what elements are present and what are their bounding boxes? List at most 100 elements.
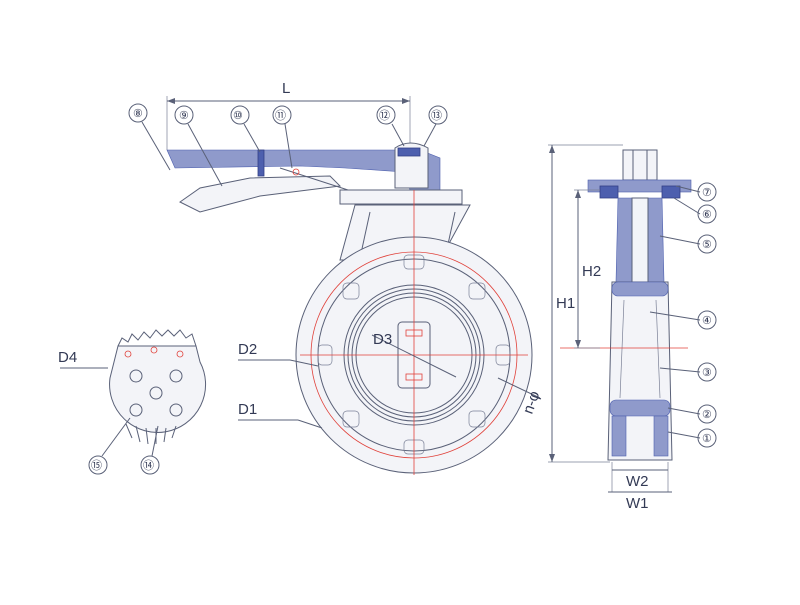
part-6-block-right [661, 185, 681, 199]
ratchet-plate [339, 189, 463, 205]
dim-d1-leader [297, 419, 323, 429]
leader-3 [659, 367, 701, 373]
balloon-3-label: ③ [702, 367, 712, 379]
balloon-2 [697, 404, 717, 424]
dim-h2-label: H2 [582, 263, 601, 280]
lower-body-right [653, 415, 669, 457]
dim-l-arrow-right [402, 98, 410, 104]
leader-8 [141, 121, 171, 171]
balloon-2-label: ② [702, 409, 712, 421]
balloon-12 [376, 105, 396, 125]
stem-top [622, 149, 658, 181]
balloon-11-label: ⑪ [275, 109, 286, 122]
lower-body-left [611, 415, 627, 457]
bolt-slot-tr [468, 282, 486, 300]
handle-grip [179, 175, 342, 213]
dim-h1-label: H1 [556, 295, 575, 312]
balloon-10 [230, 105, 250, 125]
dim-w1-label: W1 [626, 495, 649, 512]
balloon-1-label: ① [702, 433, 712, 445]
stem-hole [149, 386, 163, 400]
leader-10 [243, 123, 261, 153]
bolt-slot-br [468, 410, 486, 428]
balloon-6-label: ⑥ [702, 209, 712, 221]
bolt-hole-br [169, 403, 183, 417]
balloon-15 [88, 455, 108, 475]
balloon-7 [697, 182, 717, 202]
leader-15 [101, 417, 131, 457]
dim-h1-arrow-top [549, 145, 555, 153]
balloon-14-label: ⑭ [143, 459, 154, 472]
latch-spring [257, 149, 265, 177]
dims-d1-d2: D2 D1 [238, 341, 323, 429]
dim-h1-arrow-bottom [549, 454, 555, 462]
leader-14 [151, 425, 159, 457]
latch-pin [292, 168, 300, 176]
valve-body-front: D3 n-φ [295, 190, 544, 475]
dim-d2-label: D2 [238, 341, 257, 358]
dim-w2-label: W2 [626, 473, 649, 490]
balloon-4-label: ④ [702, 315, 712, 327]
balloon-7-label: ⑦ [702, 187, 712, 199]
dim-d3-line [371, 334, 457, 378]
upper-seal [611, 281, 669, 297]
dim-l-arrow-left [167, 98, 175, 104]
leader-9 [187, 123, 223, 187]
bolt-slot-tl [342, 282, 360, 300]
balloon-8-label: ⑧ [133, 108, 143, 120]
balloon-5 [697, 234, 717, 254]
leader-2 [667, 407, 701, 415]
leader-4 [649, 311, 701, 321]
dim-d3-label: D3 [373, 331, 392, 348]
leader-6 [673, 197, 701, 215]
balloon-13 [428, 105, 448, 125]
balloon-14 [140, 455, 160, 475]
bolt-hole-tr [169, 369, 183, 383]
leader-7 [675, 185, 701, 193]
balloon-12-label: ⑫ [379, 109, 390, 122]
balloon-4 [697, 310, 717, 330]
balloon-10-label: ⑩ [233, 110, 243, 122]
balloon-15-label: ⑮ [91, 459, 102, 472]
leader-11 [284, 123, 293, 169]
balloon-6 [697, 204, 717, 224]
dim-d4-label: D4 [58, 349, 77, 366]
bolt-hole-tl [129, 369, 143, 383]
dim-nphi-label: n-φ [520, 389, 544, 417]
side-view: H1 H2 W2 W1 [548, 144, 692, 512]
balloon-5-label: ⑤ [702, 239, 712, 251]
balloon-13-label: ⑬ [431, 109, 442, 122]
top-flange-detail: D4 [58, 329, 207, 445]
disc-profile [619, 299, 661, 399]
handle-assembly: L [166, 80, 463, 213]
balloon-9-label: ⑨ [179, 110, 189, 122]
balloon-3 [697, 362, 717, 382]
leader-5 [659, 235, 701, 245]
flange-plate [109, 345, 207, 433]
tooth-hole-1 [124, 350, 132, 358]
leader-13 [423, 123, 437, 147]
part-balloons: ① ② ③ ④ ⑤ ⑥ ⑦ ⑧ ⑨ ⑩ ⑪ ⑫ [88, 103, 717, 475]
dim-h2-arrow-top [575, 190, 581, 198]
dim-nphi-leader [497, 377, 541, 399]
part-6-block-left [599, 185, 619, 199]
balloon-1 [697, 428, 717, 448]
dim-h2-arrow-bottom [575, 340, 581, 348]
balloon-8 [128, 103, 148, 123]
tooth-hole-2 [150, 346, 158, 354]
balloon-9 [174, 105, 194, 125]
balloon-11 [272, 105, 292, 125]
bolt-slot-bl [342, 410, 360, 428]
dim-d1-label: D1 [238, 401, 257, 418]
latch-rod [279, 167, 349, 191]
leader-12 [391, 123, 405, 147]
bolt-hole-bl [129, 403, 143, 417]
dim-d2-leader [289, 359, 319, 367]
leader-1 [667, 431, 701, 439]
ratchet-teeth [117, 329, 197, 347]
dim-l-label: L [282, 80, 290, 97]
tooth-hole-3 [176, 350, 184, 358]
lower-seal [609, 399, 671, 417]
